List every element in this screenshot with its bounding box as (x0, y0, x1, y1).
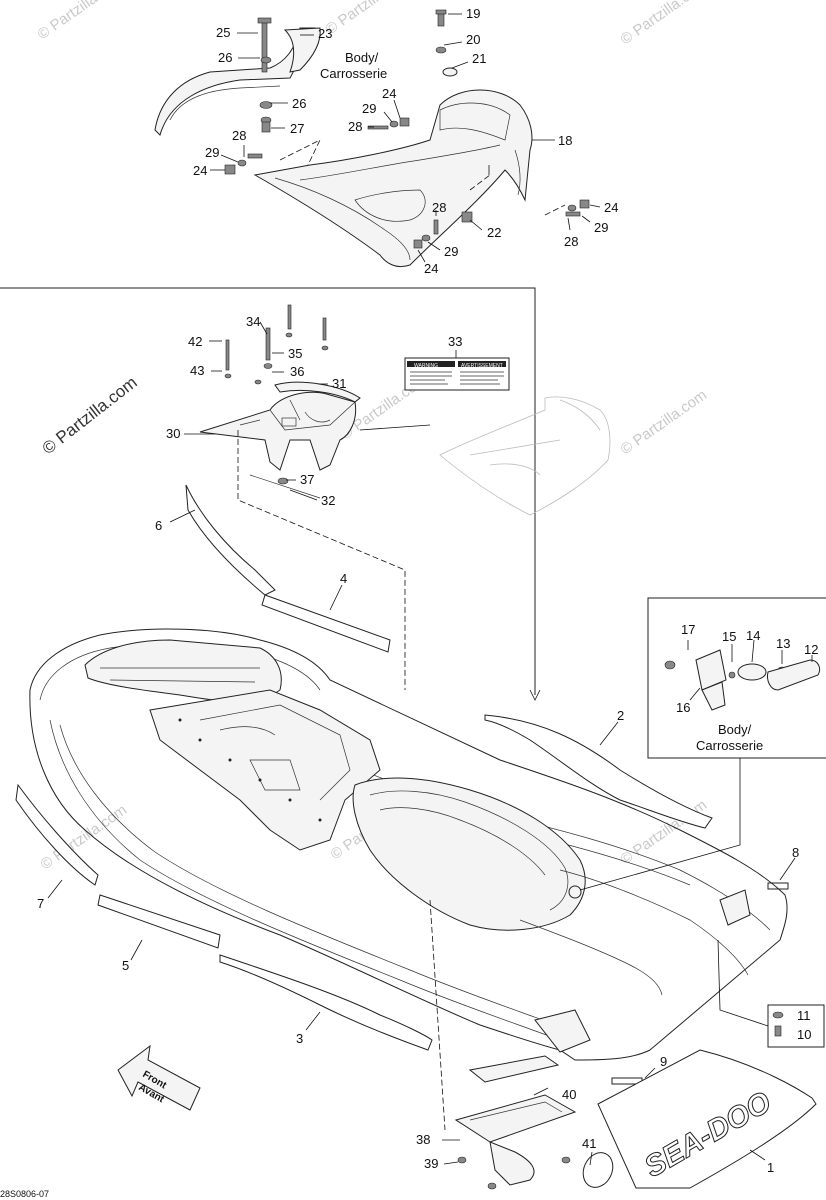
fastener-inset (772, 1011, 784, 1037)
hatch-assembly (454, 1055, 614, 1190)
svg-text:AVERTISSEMENT: AVERTISSEMENT (461, 363, 503, 369)
callout-16[interactable]: 16 (676, 700, 690, 715)
callout-39[interactable]: 39 (424, 1156, 438, 1171)
callout-17[interactable]: 17 (681, 622, 695, 637)
callout-20[interactable]: 20 (466, 32, 480, 47)
decal-leaders (47, 509, 796, 1079)
reference-code: 28S0806-07 (0, 1189, 49, 1199)
partzilla-watermark: © Partzilla.com (39, 373, 141, 459)
callout-29c[interactable]: 29 (444, 244, 458, 259)
callout-26[interactable]: 26 (218, 50, 232, 65)
callout-13[interactable]: 13 (776, 636, 790, 651)
callout-15[interactable]: 15 (722, 629, 736, 644)
callout-7[interactable]: 7 (37, 896, 44, 911)
callout-30[interactable]: 30 (166, 426, 180, 441)
callout-10[interactable]: 10 (797, 1027, 811, 1042)
callout-38[interactable]: 38 (416, 1132, 430, 1147)
callout-40[interactable]: 40 (562, 1087, 576, 1102)
callout-29b[interactable]: 29 (362, 101, 376, 116)
callout-14[interactable]: 14 (746, 628, 760, 643)
decals (15, 484, 789, 1085)
callout-27[interactable]: 27 (290, 121, 304, 136)
seadoo-decal: SEA-DOO (597, 1049, 817, 1189)
callout-24[interactable]: 24 (193, 163, 207, 178)
callout-28d[interactable]: 28 (564, 234, 578, 249)
latch-inset-frame (647, 597, 826, 759)
watermark: © Partzilla.com (323, 0, 416, 38)
front-fairing-assembly (154, 27, 533, 268)
callout-21[interactable]: 21 (472, 51, 486, 66)
callout-28c[interactable]: 28 (432, 200, 446, 215)
front-direction-arrow: Front Avant (117, 1044, 201, 1111)
callout-43[interactable]: 43 (190, 363, 204, 378)
watermark: © Partzilla.com (618, 0, 711, 48)
bottom-dashed-line (429, 899, 446, 1131)
callout-3[interactable]: 3 (296, 1031, 303, 1046)
callout-24d[interactable]: 24 (604, 200, 618, 215)
callout-32[interactable]: 32 (321, 493, 335, 508)
callout-11[interactable]: 11 (797, 1008, 811, 1023)
callout-28[interactable]: 28 (232, 128, 246, 143)
callout-18[interactable]: 18 (558, 133, 572, 148)
callout-2[interactable]: 2 (617, 708, 624, 723)
top-leaders (210, 13, 601, 263)
latch-assembly (664, 649, 821, 711)
body-label-inset-2: Carrosserie (696, 738, 763, 753)
callout-19[interactable]: 19 (466, 6, 480, 21)
latch-leaders (687, 639, 813, 701)
callout-35[interactable]: 35 (288, 346, 302, 361)
callout-1[interactable]: 1 (767, 1160, 774, 1175)
callout-29d[interactable]: 29 (594, 220, 608, 235)
callout-31[interactable]: 31 (332, 376, 346, 391)
callout-37[interactable]: 37 (300, 472, 314, 487)
callout-33[interactable]: 33 (448, 334, 462, 349)
main-body (29, 628, 788, 1061)
callout-28b[interactable]: 28 (348, 119, 362, 134)
callout-36[interactable]: 36 (290, 364, 304, 379)
body-label-top: Body/ (345, 50, 379, 65)
callout-6[interactable]: 6 (155, 518, 162, 533)
callout-29[interactable]: 29 (205, 145, 219, 160)
callout-41[interactable]: 41 (582, 1136, 596, 1151)
body-location-ghost (439, 396, 611, 516)
warning-decal: WARNING AVERTISSEMENT (404, 357, 510, 391)
callout-9[interactable]: 9 (660, 1054, 667, 1069)
section-divider (0, 287, 536, 695)
callout-25[interactable]: 25 (216, 25, 230, 40)
storage-dashed-frame (237, 430, 406, 690)
callout-22[interactable]: 22 (487, 225, 501, 240)
callout-5[interactable]: 5 (122, 958, 129, 973)
callout-8[interactable]: 8 (792, 845, 799, 860)
storage-bracket-assembly (199, 304, 361, 499)
callout-34[interactable]: 34 (246, 314, 260, 329)
callout-12[interactable]: 12 (804, 642, 818, 657)
body-label-top-2: Carrosserie (320, 66, 387, 81)
middle-leaders (184, 321, 457, 501)
callout-23[interactable]: 23 (318, 26, 332, 41)
callout-4[interactable]: 4 (340, 571, 347, 586)
callout-26b[interactable]: 26 (292, 96, 306, 111)
top-hardware (224, 9, 590, 249)
svg-text:WARNING: WARNING (414, 363, 438, 369)
watermark: © Partzilla.com (618, 386, 711, 458)
hatch-leaders (442, 1087, 593, 1166)
callout-24b[interactable]: 24 (382, 86, 396, 101)
callout-24c[interactable]: 24 (424, 261, 438, 276)
body-label-inset: Body/ (718, 722, 752, 737)
callout-42[interactable]: 42 (188, 334, 202, 349)
watermark: © Partzilla.com (35, 0, 128, 43)
